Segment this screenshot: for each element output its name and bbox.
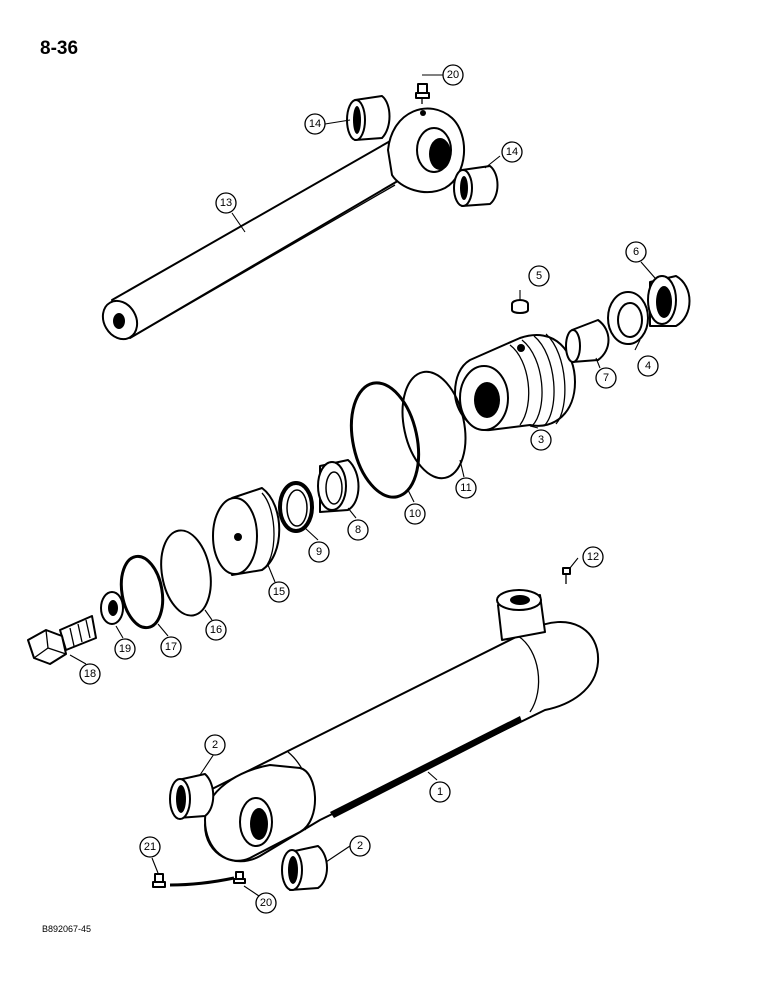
svg-text:13: 13 (220, 197, 232, 209)
callout-7: 7 (595, 367, 617, 389)
svg-text:14: 14 (309, 118, 321, 130)
callout-1: 1 (429, 781, 451, 803)
svg-text:2: 2 (212, 739, 218, 751)
callout-17: 17 (160, 636, 182, 658)
callout-5: 5 (528, 265, 550, 287)
callout-15: 15 (268, 581, 290, 603)
svg-text:15: 15 (273, 586, 285, 598)
gland (454, 333, 576, 432)
callout-12: 12 (582, 546, 604, 568)
piston-rod (101, 107, 465, 341)
svg-text:1: 1 (437, 786, 443, 798)
o-ring-10 (349, 381, 421, 499)
seal-8 (317, 459, 360, 513)
cylinder-barrel (204, 589, 600, 863)
bushing-2-lower (281, 845, 328, 891)
leader-lines (69, 74, 656, 899)
svg-text:16: 16 (210, 624, 222, 636)
grease-fitting-bottom (233, 871, 246, 884)
ring-16 (160, 529, 212, 617)
callout-6: 6 (625, 241, 647, 263)
svg-text:3: 3 (538, 434, 544, 446)
callout-4: 4 (637, 355, 659, 377)
seal-6 (647, 275, 691, 327)
callout-21: 21 (139, 836, 161, 858)
washer (100, 591, 124, 625)
svg-text:12: 12 (587, 551, 599, 563)
piston (212, 487, 281, 576)
svg-text:20: 20 (447, 69, 459, 81)
bushing-right (453, 165, 499, 207)
svg-text:2: 2 (357, 840, 363, 852)
bleed-fitting (562, 567, 571, 584)
svg-text:20: 20 (260, 897, 272, 909)
callout-19: 19 (114, 638, 136, 660)
drawing-code: B892067-45 (42, 924, 92, 934)
svg-text:8: 8 (355, 524, 361, 536)
svg-text:9: 9 (316, 546, 322, 558)
wiper (565, 319, 610, 363)
svg-text:18: 18 (84, 668, 96, 680)
svg-text:4: 4 (645, 360, 651, 372)
bushing-left (346, 95, 391, 141)
callout-8: 8 (347, 519, 369, 541)
svg-text:21: 21 (144, 841, 156, 853)
bolt (27, 615, 97, 665)
callout-2-upper: 2 (204, 734, 226, 756)
ring-4 (607, 291, 649, 345)
page-number: 8-36 (40, 38, 79, 59)
svg-text:11: 11 (460, 482, 471, 494)
angle-fitting (152, 873, 235, 888)
svg-text:6: 6 (633, 246, 639, 258)
callout-14-right: 14 (501, 141, 523, 163)
ring-17 (119, 554, 165, 630)
callout-18: 18 (79, 663, 101, 685)
svg-text:7: 7 (603, 372, 609, 384)
svg-text:14: 14 (506, 146, 518, 158)
callout-20-bottom: 20 (255, 892, 277, 914)
callout-3: 3 (530, 429, 552, 451)
backup-ring-11 (401, 370, 467, 480)
callout-11: 11 (455, 477, 477, 499)
plug (511, 299, 529, 314)
svg-text:5: 5 (536, 270, 542, 282)
svg-text:10: 10 (409, 508, 421, 520)
callout-13: 13 (215, 192, 237, 214)
callout-10: 10 (404, 503, 426, 525)
callout-2-lower: 2 (349, 835, 371, 857)
bushing-2-upper (169, 773, 215, 820)
seal-9 (278, 481, 314, 533)
svg-text:19: 19 (119, 643, 131, 655)
grease-fitting-top (415, 83, 430, 104)
callout-14-left: 14 (304, 113, 326, 135)
svg-text:17: 17 (165, 641, 177, 653)
callout-20-top: 20 (442, 64, 464, 86)
callout-9: 9 (308, 541, 330, 563)
callout-16: 16 (205, 619, 227, 641)
